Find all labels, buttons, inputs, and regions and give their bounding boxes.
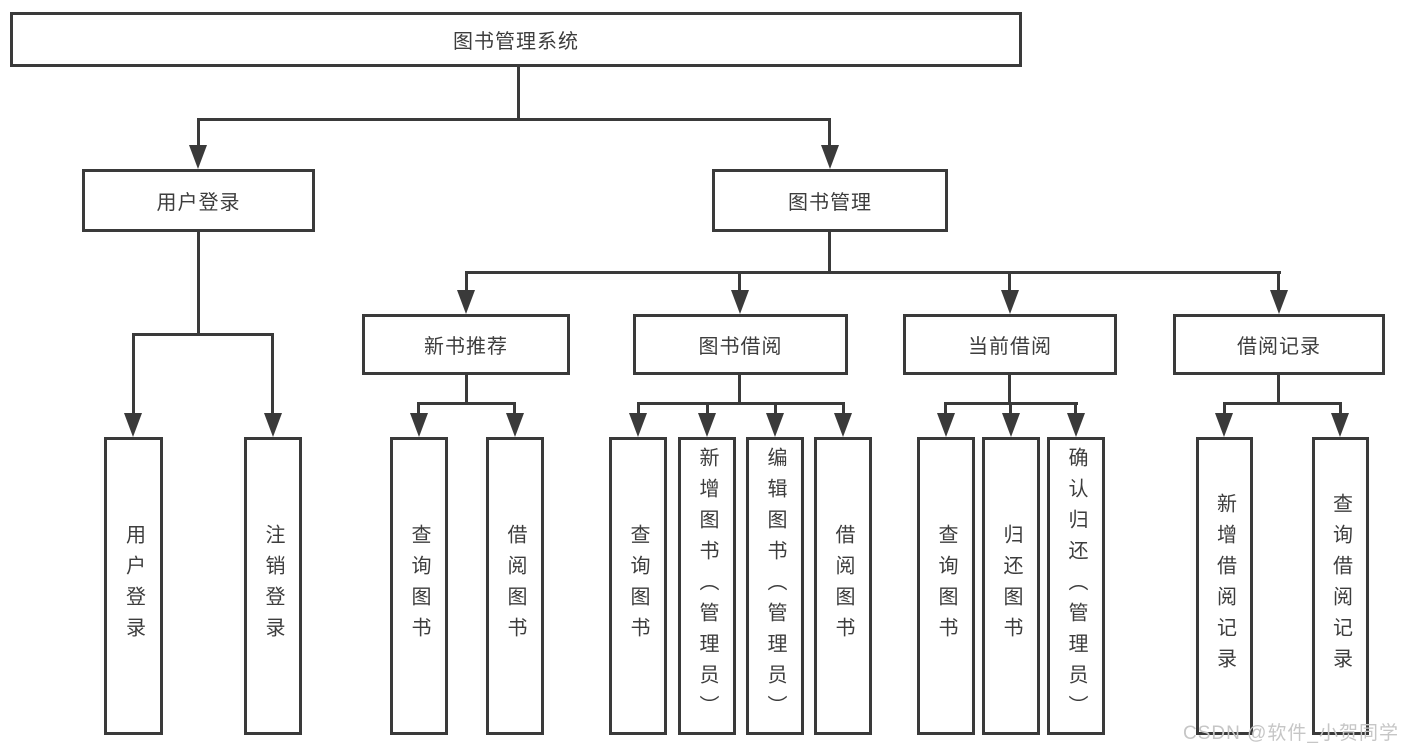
arrow-down-icon — [457, 290, 475, 314]
line-segment — [944, 402, 947, 414]
arrow-down-icon — [264, 413, 282, 437]
line-segment — [417, 402, 516, 405]
arrow-down-icon — [1001, 290, 1019, 314]
line-segment — [828, 232, 831, 273]
leaf-query-books-recommend: 查询图书 — [390, 437, 448, 735]
leaf-label: 用户登录 — [122, 524, 145, 648]
arrow-down-icon — [698, 413, 716, 437]
leaf-label: 查询借阅记录 — [1329, 493, 1352, 679]
leaf-label: 借阅图书 — [504, 524, 526, 648]
leaf-borrow-books-borrowing: 借阅图书 — [814, 437, 872, 735]
arrow-down-icon — [189, 145, 207, 169]
node-book-borrowing: 图书借阅 — [633, 314, 848, 375]
leaf-borrow-books-recommend: 借阅图书 — [486, 437, 544, 735]
leaf-user-login: 用户登录 — [104, 437, 163, 735]
arrow-down-icon — [1002, 413, 1020, 437]
line-segment — [637, 402, 845, 405]
line-segment — [132, 333, 135, 413]
arrow-down-icon — [1067, 413, 1085, 437]
leaf-edit-books-admin: 编辑图书（管理员） — [746, 437, 804, 735]
leaf-label: 新增图书（管理员） — [696, 446, 718, 726]
leaf-confirm-return-admin: 确认归还（管理员） — [1047, 437, 1105, 735]
arrow-down-icon — [1215, 413, 1233, 437]
leaf-label: 查询图书 — [627, 524, 649, 648]
line-segment — [465, 271, 468, 291]
arrow-down-icon — [937, 413, 955, 437]
line-segment — [1074, 402, 1077, 414]
line-segment — [842, 402, 845, 414]
arrow-down-icon — [766, 413, 784, 437]
line-segment — [197, 118, 200, 148]
node-book-management: 图书管理 — [712, 169, 948, 232]
arrow-down-icon — [629, 413, 647, 437]
arrow-down-icon — [1331, 413, 1349, 437]
leaf-label: 查询图书 — [408, 524, 430, 648]
line-segment — [1277, 375, 1280, 404]
node-current-borrowing: 当前借阅 — [903, 314, 1117, 375]
arrow-down-icon — [834, 413, 852, 437]
line-segment — [637, 402, 640, 414]
line-segment — [1223, 402, 1226, 414]
line-segment — [465, 375, 468, 404]
line-segment — [828, 118, 831, 148]
line-segment — [1223, 402, 1342, 405]
line-segment — [513, 402, 516, 414]
node-borrowing-records: 借阅记录 — [1173, 314, 1385, 375]
node-root: 图书管理系统 — [10, 12, 1022, 67]
line-segment — [271, 333, 274, 413]
leaf-label: 确认归还（管理员） — [1065, 446, 1087, 726]
node-new-book-recommend: 新书推荐 — [362, 314, 570, 375]
leaf-add-books-admin: 新增图书（管理员） — [678, 437, 736, 735]
line-segment — [1008, 375, 1011, 404]
line-segment — [132, 333, 274, 336]
leaf-query-borrow-record: 查询借阅记录 — [1312, 437, 1369, 735]
arrow-down-icon — [506, 413, 524, 437]
line-segment — [417, 402, 420, 414]
line-segment — [1339, 402, 1342, 414]
csdn-watermark: CSDN @软件_小贺同学 — [1183, 723, 1399, 744]
leaf-query-books-borrowing: 查询图书 — [609, 437, 667, 735]
arrow-down-icon — [1270, 290, 1288, 314]
leaf-label: 归还图书 — [1000, 524, 1022, 648]
arrow-down-icon — [821, 145, 839, 169]
line-segment — [1008, 271, 1011, 291]
arrow-down-icon — [731, 290, 749, 314]
leaf-add-borrow-record: 新增借阅记录 — [1196, 437, 1253, 735]
line-segment — [1277, 271, 1280, 291]
leaf-label: 借阅图书 — [832, 524, 854, 648]
line-segment — [197, 232, 200, 335]
leaf-label: 注销登录 — [262, 524, 284, 648]
line-segment — [465, 271, 1281, 274]
line-segment — [197, 118, 831, 121]
leaf-label: 新增借阅记录 — [1213, 493, 1236, 679]
line-segment — [706, 402, 709, 414]
line-segment — [774, 402, 777, 414]
leaf-return-books: 归还图书 — [982, 437, 1040, 735]
node-user-login: 用户登录 — [82, 169, 315, 232]
line-segment — [738, 375, 741, 404]
arrow-down-icon — [124, 413, 142, 437]
line-segment — [1009, 402, 1012, 414]
leaf-label: 编辑图书（管理员） — [764, 446, 786, 726]
leaf-label: 查询图书 — [935, 524, 957, 648]
leaf-query-books-current: 查询图书 — [917, 437, 975, 735]
arrow-down-icon — [410, 413, 428, 437]
line-segment — [738, 271, 741, 291]
line-segment — [517, 66, 520, 120]
leaf-logout-login: 注销登录 — [244, 437, 302, 735]
